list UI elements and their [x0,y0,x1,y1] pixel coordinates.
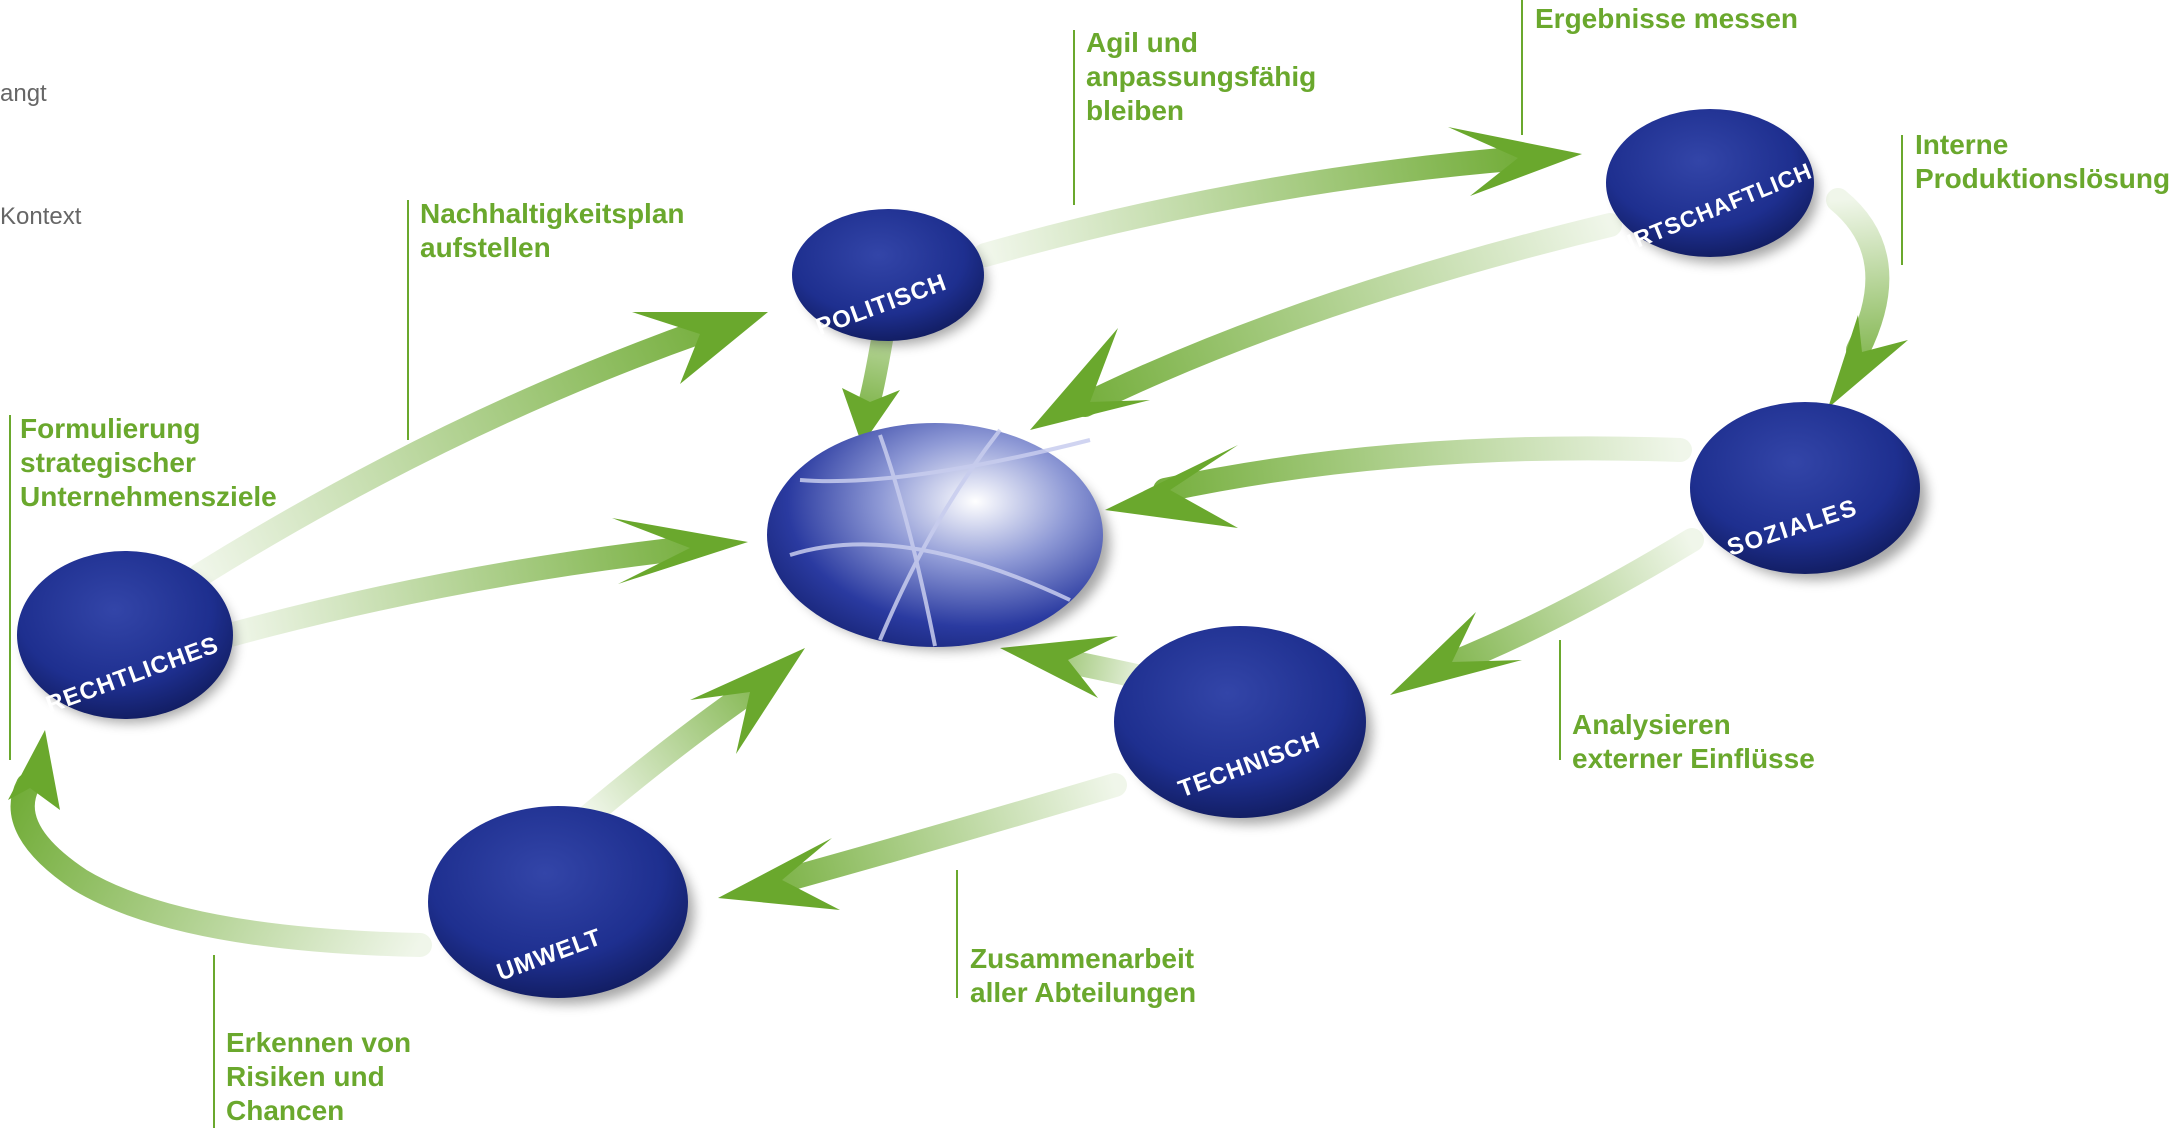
arrows [8,127,1908,957]
node-wirtschaftlich: WIRTSCHAFTLICH [1602,109,1818,264]
callout-agil-line: Agil und [1086,27,1198,58]
callout-zusammenarbeit-line: aller Abteilungen [970,977,1197,1008]
callout-zusammenarbeit-line: Zusammenarbeit [970,943,1195,974]
callout-interne-line: Interne [1915,129,2009,160]
callout-analysieren: Analysieren externer Einflüsse [1572,708,1815,776]
arrowhead-politisch-hub [842,388,900,445]
arrow-soziales-technisch [1436,528,1704,677]
callout-erkennen-line: Chancen [226,1095,345,1126]
arrowhead-technisch-umwelt [718,838,840,910]
arrow-rechtliches-politisch [188,318,717,587]
callout-ergebnisse: Ergebnisse messen [1535,2,1798,36]
callout-interne: Interne Produktionslösung [1915,128,2170,196]
node-soziales: SOZIALES [1690,402,1927,580]
callout-interne-line: Produktionslösung [1915,163,2171,194]
arrowhead-umwelt-hub [690,648,805,754]
callout-nachhaltigkeit-line: aufstellen [420,232,551,263]
callout-analysieren-line: externer Einflüsse [1572,743,1815,774]
callout-agil-line: anpassungsfähig [1086,61,1317,92]
arrow-politisch-hub [859,329,893,411]
arrow-wirtschaftlich-soziales [1826,188,1890,362]
arrowhead-wirtschaftlich-hub [1030,328,1150,430]
callout-formulierung: Formulierung strategischer Unternehmensz… [20,412,277,514]
arrow-technisch-umwelt [766,773,1127,894]
arrow-soziales-hub [1153,436,1692,502]
arrowhead-umwelt-rechtliches [8,730,60,810]
arrowhead-technisch-hub [1000,636,1118,698]
node-technisch: TECHNISCH [1114,626,1372,824]
node-rechtliches: RECHTLICHES [17,551,235,723]
arrow-rechtliches-hub [218,536,700,647]
callout-erkennen-line: Risiken und [226,1061,385,1092]
arrow-politisch-wirtschaftlich [973,146,1537,267]
fragment-angt: angt [0,80,47,107]
arrowhead-soziales-hub [1105,445,1238,528]
node-politisch: POLITISCH [792,209,987,345]
node-umwelt: UMWELT [428,806,694,1004]
hub-ellipse [767,423,1103,647]
arrowhead-wirtschaftlich-soziales [1828,315,1908,408]
callout-erkennen: Erkennen von Risiken und Chancen [226,1026,411,1128]
central-hub [767,423,1110,650]
arrow-umwelt-rechtliches [10,773,432,957]
callout-formulierung-line: Unternehmensziele [20,481,277,512]
arrowhead-politisch-wirtschaftlich [1448,127,1582,196]
arrowhead-rechtliches-politisch [632,312,768,384]
leader-lines [9,0,1903,1128]
callout-nachhaltigkeit: Nachhaltigkeitsplan aufstellen [420,197,685,265]
arrowhead-soziales-technisch [1390,612,1522,695]
callout-agil: Agil und anpassungsfähig bleiben [1086,26,1316,128]
callout-formulierung-line: Formulierung [20,413,201,444]
callout-agil-line: bleiben [1086,95,1185,126]
arrowhead-rechtliches-hub [612,518,748,584]
arrow-wirtschaftlich-hub [1073,213,1622,417]
fragment-kontext: Kontext [0,203,82,230]
callout-zusammenarbeit: Zusammenarbeit aller Abteilungen [970,942,1196,1010]
callout-formulierung-line: strategischer [20,447,196,478]
callout-analysieren-line: Analysieren [1572,709,1731,740]
callout-erkennen-line: Erkennen von [226,1027,412,1058]
arrow-umwelt-hub [578,678,764,827]
callout-ergebnisse-line: Ergebnisse messen [1535,3,1799,34]
callout-nachhaltigkeit-line: Nachhaltigkeitsplan [420,198,685,229]
